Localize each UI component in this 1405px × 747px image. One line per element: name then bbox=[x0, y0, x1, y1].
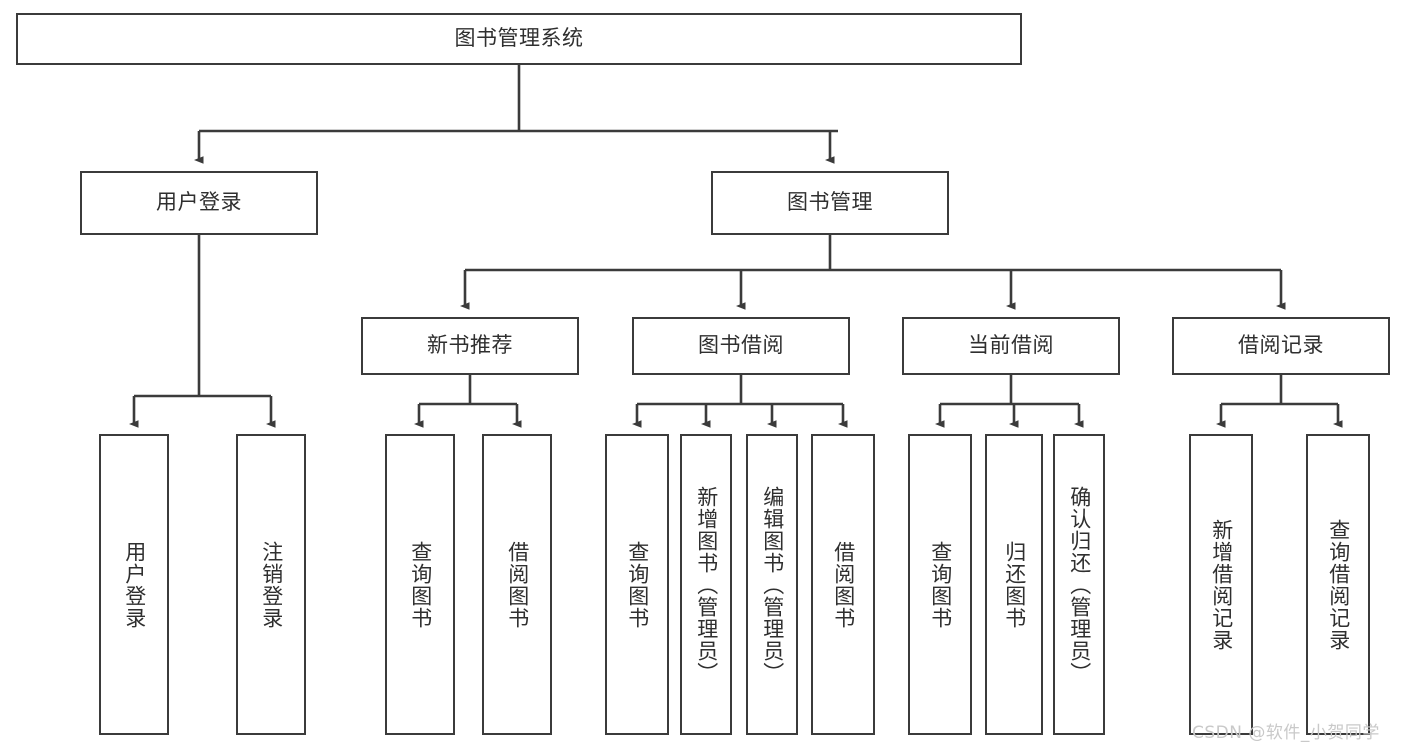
node-label: 图书管理 bbox=[787, 190, 873, 215]
node-label: 编辑图书（管理员） bbox=[760, 485, 785, 684]
watermark-text: CSDN @软件_小贺同学 bbox=[1192, 723, 1380, 743]
node-user-login[interactable]: 用户登录 bbox=[80, 171, 318, 235]
node-label: 用户登录 bbox=[156, 190, 242, 215]
node-leaf-query-borrow-record[interactable]: 查询借阅记录 bbox=[1306, 434, 1370, 735]
node-label: 借阅图书 bbox=[505, 540, 530, 629]
node-leaf-cur-query-book[interactable]: 查询图书 bbox=[908, 434, 972, 735]
node-label: 用户登录 bbox=[122, 540, 147, 629]
node-label: 查询借阅记录 bbox=[1326, 518, 1351, 651]
node-label: 图书管理系统 bbox=[454, 26, 584, 51]
node-leaf-user-logout[interactable]: 注销登录 bbox=[236, 434, 306, 735]
node-label: 借阅图书 bbox=[831, 540, 856, 629]
node-borrow-record[interactable]: 借阅记录 bbox=[1172, 317, 1390, 375]
node-root-system[interactable]: 图书管理系统 bbox=[16, 13, 1022, 65]
edges-bookmanage-to-level3 bbox=[460, 235, 1286, 310]
node-label: 查询图书 bbox=[408, 540, 433, 629]
node-leaf-borrow-query-book[interactable]: 查询图书 bbox=[605, 434, 669, 735]
node-label: 确认归还（管理员） bbox=[1067, 485, 1092, 684]
node-label: 借阅记录 bbox=[1238, 333, 1324, 358]
node-leaf-rec-borrow-book[interactable]: 借阅图书 bbox=[482, 434, 552, 735]
edges-bookborrow-to-leaves bbox=[632, 375, 848, 428]
edges-borrowrecord-to-leaves bbox=[1216, 375, 1343, 428]
node-label: 查询图书 bbox=[928, 540, 953, 629]
node-leaf-return-book[interactable]: 归还图书 bbox=[985, 434, 1043, 735]
node-label: 当前借阅 bbox=[968, 333, 1054, 358]
edges-newbookrec-to-leaves bbox=[414, 375, 522, 428]
node-label: 归还图书 bbox=[1002, 540, 1027, 629]
node-leaf-add-book-admin[interactable]: 新增图书（管理员） bbox=[680, 434, 732, 735]
edges-userlogin-to-leaves bbox=[129, 235, 276, 428]
node-label: 注销登录 bbox=[259, 540, 284, 629]
node-label: 图书借阅 bbox=[698, 333, 784, 358]
node-leaf-add-borrow-record[interactable]: 新增借阅记录 bbox=[1189, 434, 1253, 735]
node-current-borrow[interactable]: 当前借阅 bbox=[902, 317, 1120, 375]
node-book-borrow[interactable]: 图书借阅 bbox=[632, 317, 850, 375]
node-label: 查询图书 bbox=[625, 540, 650, 629]
node-label: 新增图书（管理员） bbox=[694, 485, 719, 684]
node-leaf-edit-book-admin[interactable]: 编辑图书（管理员） bbox=[746, 434, 798, 735]
node-book-manage[interactable]: 图书管理 bbox=[711, 171, 949, 235]
node-label: 新增借阅记录 bbox=[1209, 518, 1234, 651]
node-new-book-rec[interactable]: 新书推荐 bbox=[361, 317, 579, 375]
node-label: 新书推荐 bbox=[427, 333, 513, 358]
node-leaf-confirm-return-admin[interactable]: 确认归还（管理员） bbox=[1053, 434, 1105, 735]
node-leaf-borrow-book[interactable]: 借阅图书 bbox=[811, 434, 875, 735]
edges-currentborrow-to-leaves bbox=[935, 375, 1084, 428]
node-leaf-user-login[interactable]: 用户登录 bbox=[99, 434, 169, 735]
edges-root-to-level2 bbox=[194, 65, 838, 164]
node-leaf-rec-query-book[interactable]: 查询图书 bbox=[385, 434, 455, 735]
